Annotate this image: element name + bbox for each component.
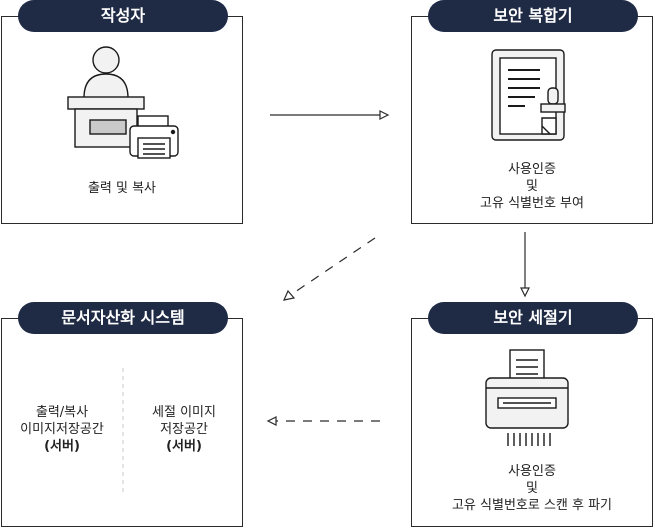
author-title: 작성자 xyxy=(18,0,228,32)
dashed-arrow-mfp-to-system xyxy=(282,237,376,301)
paper-shredder-icon xyxy=(485,349,569,446)
system-title: 문서자산화 시스템 xyxy=(18,302,228,334)
system-right-line-1: 세절 이미지 xyxy=(152,405,216,420)
mfp-title: 보안 복합기 xyxy=(428,0,638,32)
person-at-desk-with-printer-icon xyxy=(67,46,179,159)
mfp-caption-line-2: 및 xyxy=(526,179,538,194)
author-caption: 출력 및 복사 xyxy=(87,181,157,196)
shredder-caption-line-3: 고유 식별번호로 스캔 후 파기 xyxy=(451,498,613,513)
system-left-line-2: 이미지저장공간 xyxy=(20,422,104,437)
system-right-line-2: 저장공간 xyxy=(160,422,208,437)
shredder-title: 보안 세절기 xyxy=(428,302,638,334)
dashed-arrow-shredder-to-system xyxy=(266,416,380,426)
system-left-bold: (서버) xyxy=(44,439,80,454)
shredder-caption-line-1: 사용인증 xyxy=(508,464,556,479)
system-left-line-1: 출력/복사 xyxy=(35,405,89,420)
system-left-text: 출력/복사 이미지저장공간 (서버) xyxy=(2,404,122,455)
mfp-caption-line-3: 고유 식별번호 부여 xyxy=(480,196,584,211)
arrow-author-to-mfp xyxy=(270,110,390,120)
shredder-caption: 사용인증 및 고유 식별번호로 스캔 후 파기 xyxy=(411,463,653,514)
system-right-bold: (서버) xyxy=(166,439,202,454)
document-with-stamp-icon xyxy=(491,49,566,141)
arrow-mfp-to-shredder xyxy=(520,232,530,298)
system-right-text: 세절 이미지 저장공간 (서버) xyxy=(124,404,244,455)
mfp-caption: 사용인증 및 고유 식별번호 부여 xyxy=(411,161,653,212)
mfp-caption-line-1: 사용인증 xyxy=(508,162,556,177)
shredder-caption-line-2: 및 xyxy=(526,481,538,496)
system-box xyxy=(1,318,243,527)
